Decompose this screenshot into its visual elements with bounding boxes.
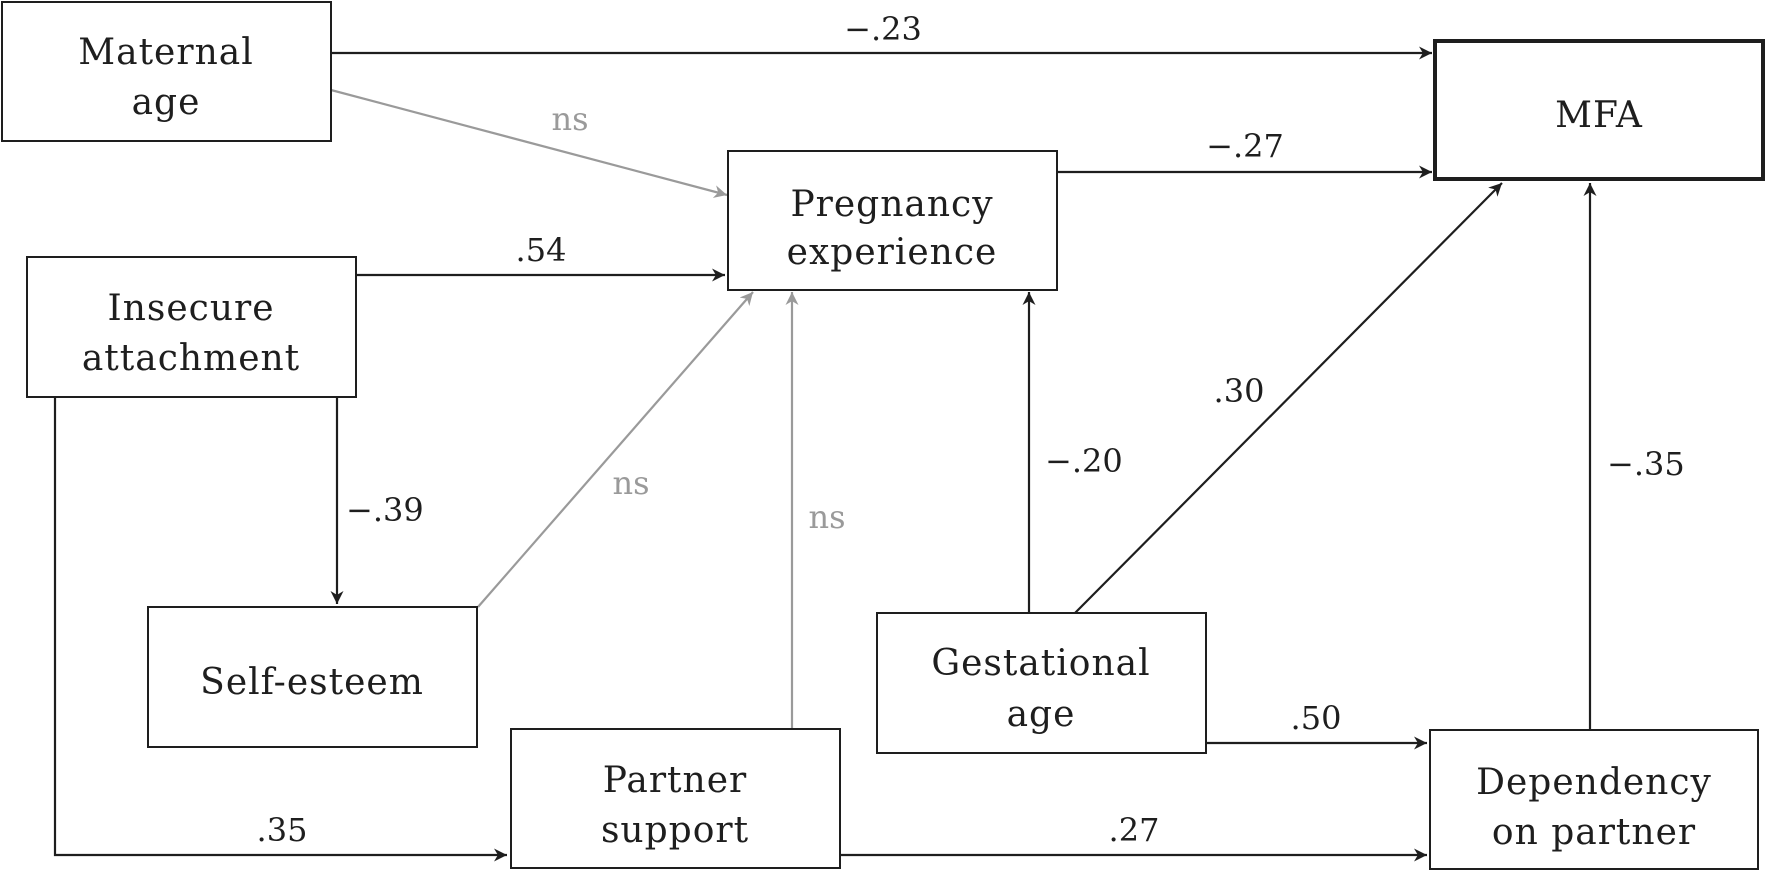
coef-pregnancy-to-mfa: −.27 — [1206, 127, 1284, 165]
coef-gestational-to-mfa: .30 — [1214, 372, 1265, 410]
arrow-self-esteem-to-pregnancy — [477, 291, 754, 608]
node-gestational-age-line1: Gestational — [931, 643, 1150, 684]
node-gestational-age: Gestational age — [876, 612, 1207, 754]
node-insecure-attachment: Insecure attachment — [26, 256, 357, 398]
coef-insecure-to-partner-support: .35 — [257, 811, 308, 849]
node-partner-support-line1: Partner — [603, 760, 747, 801]
arrow-insecure-to-partner-support — [53, 397, 507, 862]
coef-insecure-to-self-esteem: −.39 — [346, 491, 424, 529]
node-insecure-attachment-line1: Insecure — [107, 288, 274, 329]
coef-dependency-to-mfa: −.35 — [1607, 445, 1685, 483]
node-self-esteem: Self-esteem — [147, 606, 478, 748]
coef-partner-support-to-pregnancy: ns — [808, 498, 845, 536]
node-mfa: MFA — [1433, 39, 1765, 181]
node-pregnancy-experience-line2: experience — [787, 232, 998, 273]
coef-maternal-age-to-pregnancy: ns — [551, 100, 588, 138]
node-dependency-on-partner-line1: Dependency — [1476, 762, 1712, 803]
node-insecure-attachment-line2: attachment — [82, 338, 300, 379]
coef-partner-support-to-dependency: .27 — [1109, 811, 1160, 849]
node-maternal-age-line1: Maternal — [78, 32, 253, 73]
node-partner-support: Partner support — [510, 728, 841, 869]
node-maternal-age-line2: age — [132, 82, 201, 123]
coef-self-esteem-to-pregnancy: ns — [612, 464, 649, 502]
coef-insecure-to-pregnancy: .54 — [516, 231, 567, 269]
arrow-gestational-to-mfa — [1074, 182, 1503, 614]
node-pregnancy-experience: Pregnancy experience — [727, 150, 1058, 291]
node-partner-support-line2: support — [601, 810, 749, 851]
node-gestational-age-line2: age — [1007, 694, 1076, 735]
coef-gestational-to-dependency: .50 — [1291, 699, 1342, 737]
node-maternal-age: Maternal age — [1, 1, 332, 142]
coef-gestational-to-pregnancy: −.20 — [1045, 442, 1123, 480]
node-pregnancy-experience-line1: Pregnancy — [790, 184, 993, 225]
node-dependency-on-partner: Dependency on partner — [1429, 729, 1759, 870]
node-self-esteem-label: Self-esteem — [200, 662, 424, 703]
node-mfa-label: MFA — [1555, 95, 1643, 136]
arrow-maternal-age-to-pregnancy — [330, 88, 728, 198]
node-dependency-on-partner-line2: on partner — [1492, 812, 1696, 853]
coef-maternal-age-to-mfa: −.23 — [844, 10, 922, 48]
